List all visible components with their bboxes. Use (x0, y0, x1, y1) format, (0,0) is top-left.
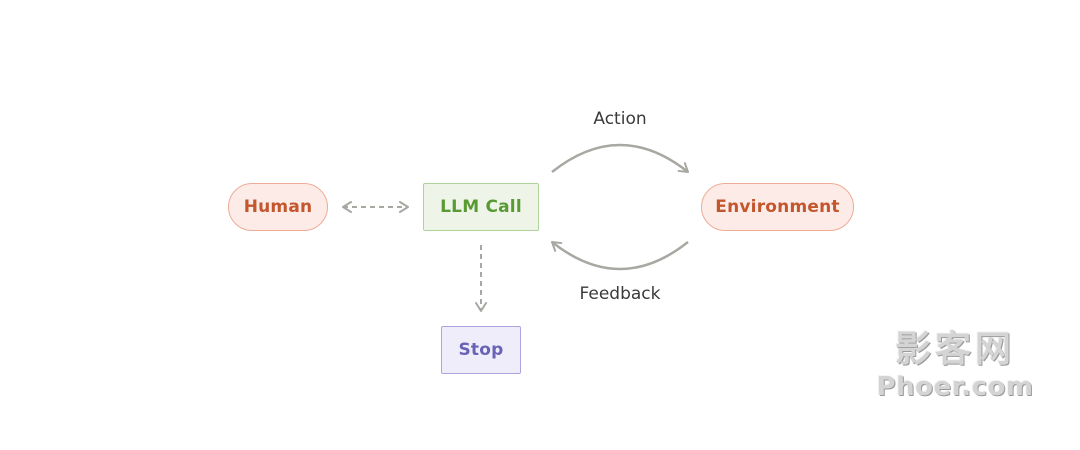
feedback-arc-arrow (551, 241, 689, 271)
feedback-edge-label: Feedback (579, 284, 661, 304)
action-edge-label: Action (593, 109, 647, 129)
environment-node-label: Environment (715, 197, 840, 217)
stop-node: Stop (441, 326, 521, 374)
human-node-label: Human (243, 197, 313, 217)
llm-call-node-label: LLM Call (440, 197, 522, 217)
action-arc-arrow (551, 143, 689, 173)
llm-call-node: LLM Call (423, 183, 539, 231)
environment-node: Environment (701, 183, 854, 231)
human-node: Human (228, 183, 328, 231)
stop-node-label: Stop (458, 340, 504, 360)
